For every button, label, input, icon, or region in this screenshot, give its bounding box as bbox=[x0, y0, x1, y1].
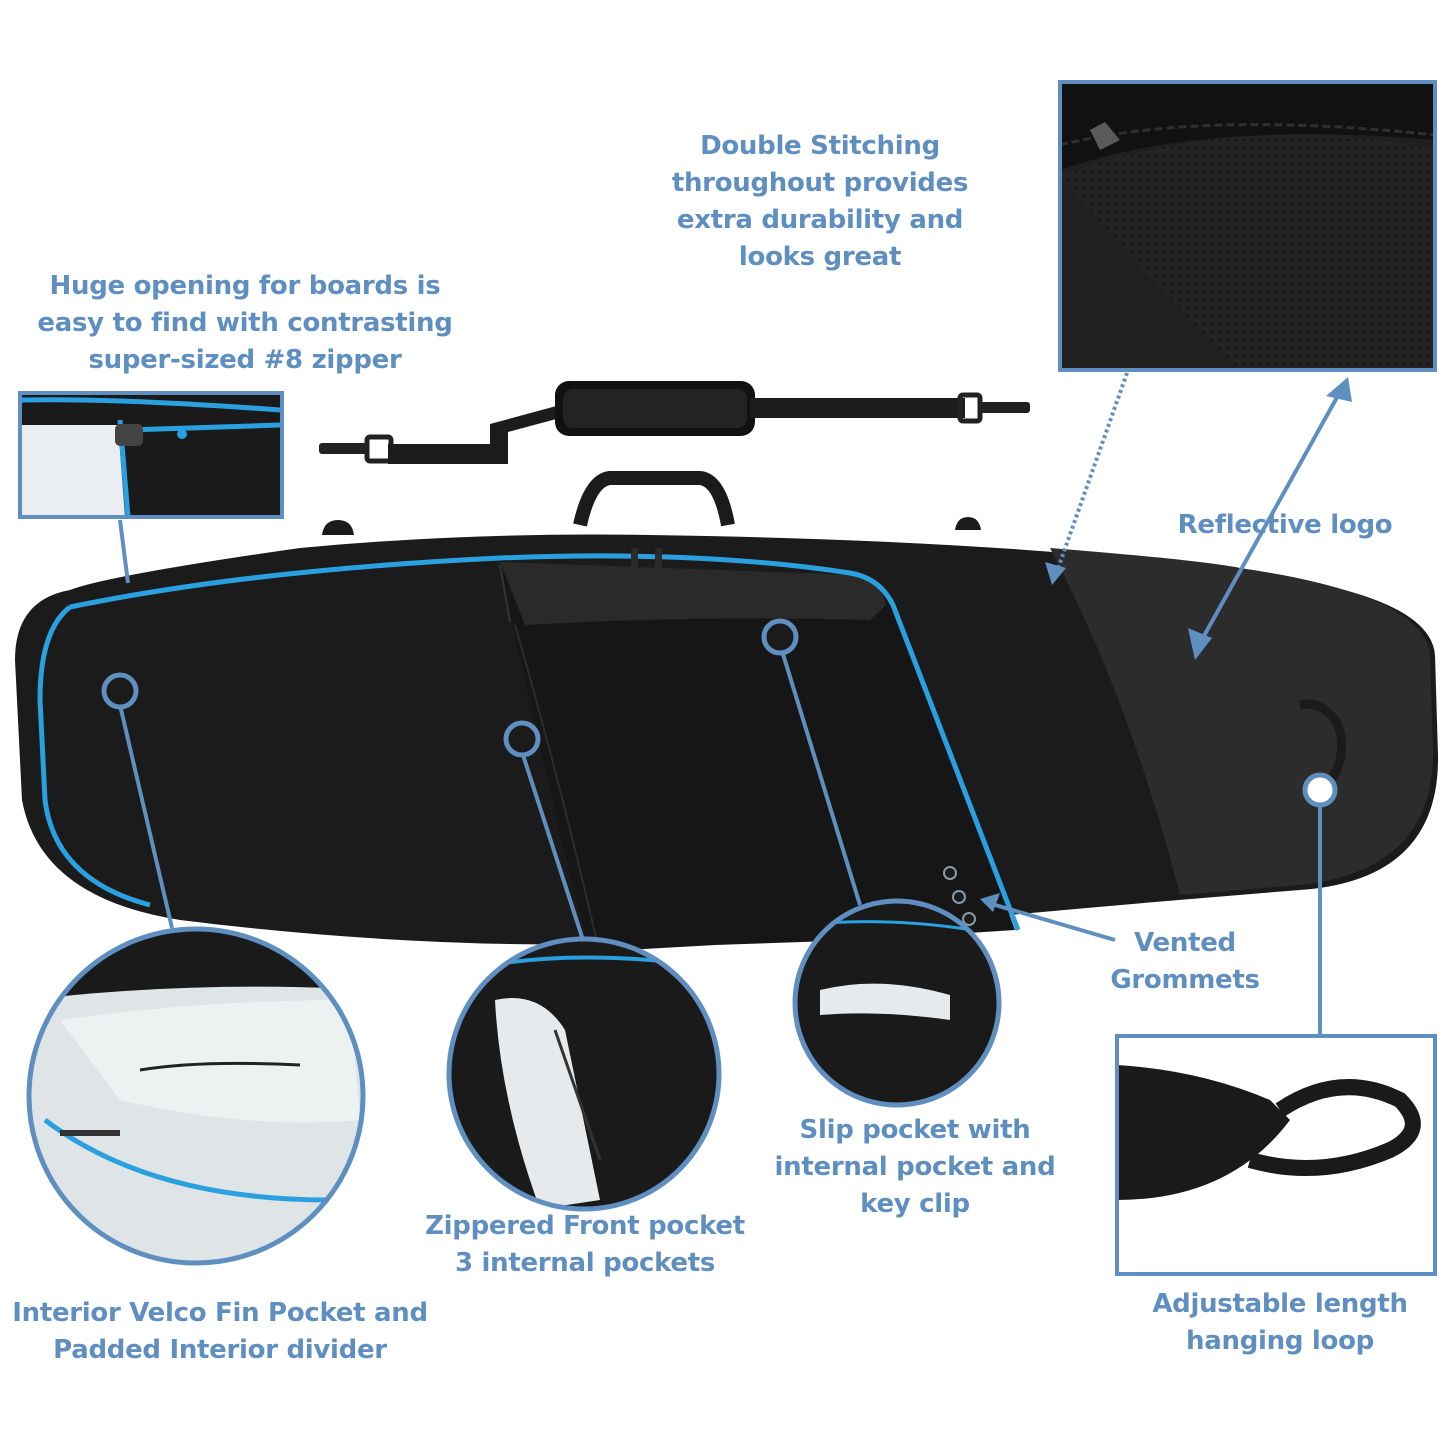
grommet-icon bbox=[943, 866, 957, 880]
callout-slip-pocket: Slip pocket with internal pocket and key… bbox=[774, 1115, 1056, 1219]
grommet-icon bbox=[962, 912, 976, 926]
circle-slip-pocket bbox=[792, 898, 1002, 1108]
inset-stitching-detail bbox=[1058, 80, 1437, 372]
callout-huge-opening: Huge opening for boards is easy to find … bbox=[37, 271, 453, 375]
shoulder-strap bbox=[319, 381, 1030, 464]
ring-marker-icon bbox=[1302, 772, 1338, 808]
inset-hanging-loop bbox=[1115, 1034, 1437, 1276]
board-bag bbox=[15, 534, 1439, 956]
inset-zipper-detail bbox=[18, 391, 284, 519]
carry-handle bbox=[573, 471, 735, 527]
grommet-icon bbox=[952, 890, 966, 904]
callout-reflective-logo: Reflective logo bbox=[1177, 510, 1393, 540]
ring-marker-icon bbox=[101, 672, 139, 710]
circle-interior-detail bbox=[26, 926, 366, 1266]
circle-front-pocket bbox=[446, 936, 722, 1212]
callout-hanging-loop: Adjustable length hanging loop bbox=[1152, 1289, 1408, 1356]
ring-marker-icon bbox=[761, 618, 799, 656]
callout-vented-grommets: Vented Grommets bbox=[1110, 928, 1260, 995]
leader-lines bbox=[118, 372, 1347, 1035]
ring-marker-icon bbox=[503, 720, 541, 758]
main-zipper bbox=[37, 605, 151, 908]
callout-zippered-front-pocket: Zippered Front pocket 3 internal pockets bbox=[425, 1211, 745, 1278]
callout-interior-fin-pocket: Interior Velco Fin Pocket and Padded Int… bbox=[12, 1298, 428, 1365]
callout-double-stitching: Double Stitching throughout provides ext… bbox=[671, 131, 969, 272]
